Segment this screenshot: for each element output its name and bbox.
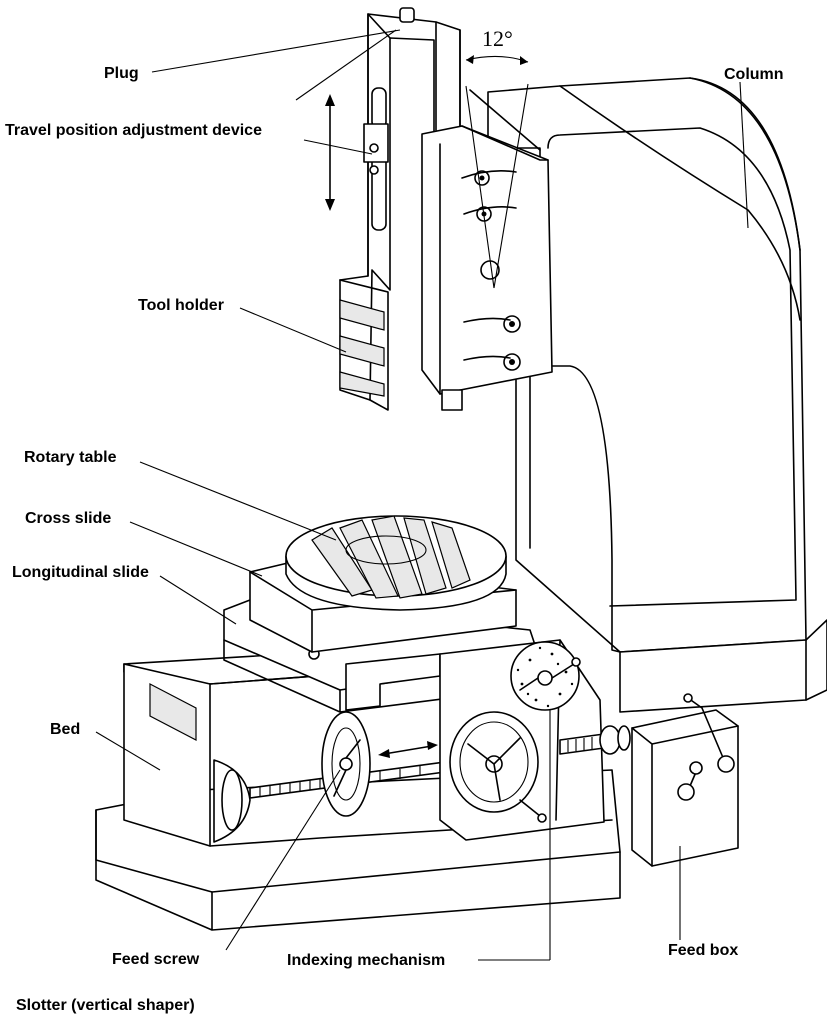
angle-label: 12° bbox=[482, 26, 513, 51]
figure-caption: Slotter (vertical shaper) bbox=[16, 997, 195, 1014]
rotary-table bbox=[285, 515, 507, 611]
label-cross-slide: Cross slide bbox=[25, 510, 111, 527]
indexing-dial bbox=[510, 641, 581, 711]
travel-arrow bbox=[325, 94, 335, 211]
label-plug: Plug bbox=[104, 65, 139, 82]
feed-box bbox=[631, 693, 739, 867]
column bbox=[487, 77, 827, 713]
label-feed-screw: Feed screw bbox=[112, 951, 200, 968]
tool-head bbox=[421, 55, 553, 411]
label-longitudinal-slide: Longitudinal slide bbox=[12, 564, 149, 581]
leader-lines bbox=[95, 29, 749, 961]
label-column: Column bbox=[724, 66, 784, 83]
cross-handwheel bbox=[449, 711, 547, 823]
label-rotary-table: Rotary table bbox=[24, 449, 117, 466]
label-feed-box: Feed box bbox=[668, 942, 738, 959]
longitudinal-arrow bbox=[378, 741, 438, 758]
label-tool-holder: Tool holder bbox=[138, 297, 224, 314]
label-travel-position-adjustment-device: Travel position adjustment device bbox=[5, 122, 262, 139]
ram bbox=[339, 7, 461, 411]
label-bed: Bed bbox=[50, 721, 80, 738]
longitudinal-handwheel bbox=[321, 711, 371, 817]
label-indexing-mechanism: Indexing mechanism bbox=[287, 952, 445, 969]
feed-shaft bbox=[559, 725, 631, 755]
